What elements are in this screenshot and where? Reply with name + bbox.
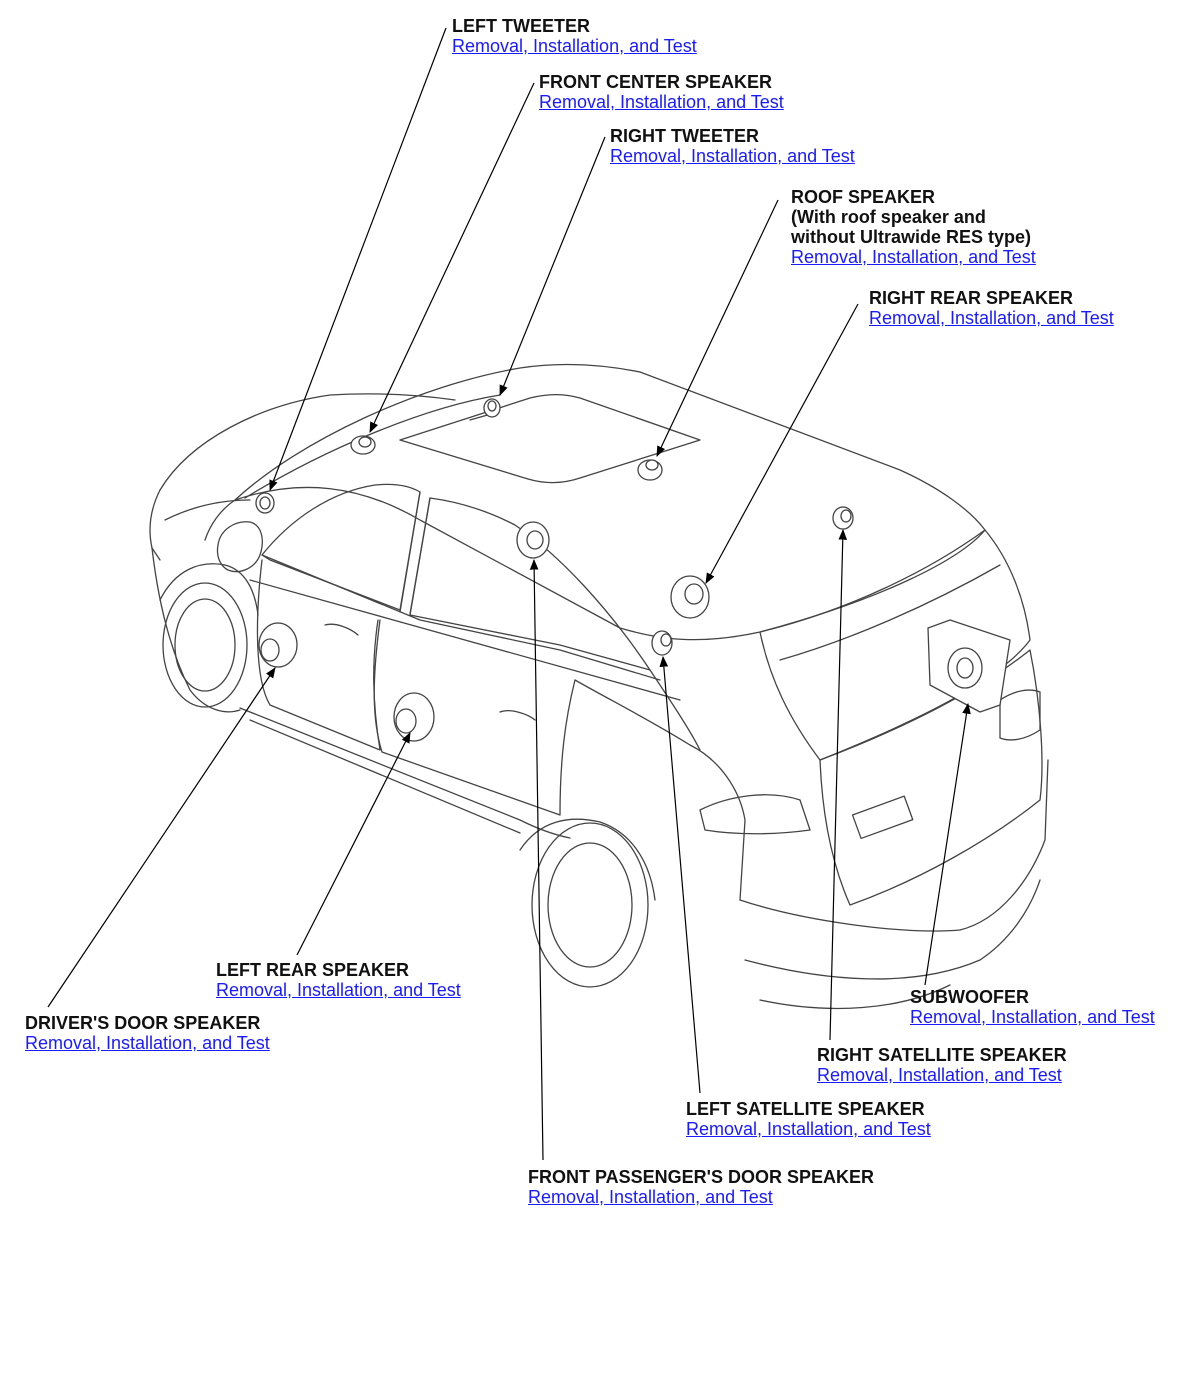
front-left-wheel — [163, 583, 247, 707]
callout-title: FRONT CENTER SPEAKER — [539, 72, 773, 92]
leader-front-passengers-door-speaker — [529, 558, 544, 1161]
leader-right-satellite-speaker — [829, 528, 848, 1041]
sunroof-outline — [400, 395, 700, 483]
tailgate — [820, 650, 1042, 905]
vehicle-outline — [150, 365, 1048, 1009]
roof-outline — [235, 365, 985, 640]
front-door-window — [262, 484, 420, 610]
leader-left-tweeter — [269, 27, 447, 492]
removal-installation-test-link[interactable]: Removal, Installation, and Test — [910, 1007, 1155, 1027]
rear-door — [374, 620, 575, 815]
callout-left-rear-speaker: LEFT REAR SPEAKER Removal, Installation,… — [216, 960, 461, 1000]
rear-bumper — [740, 760, 1048, 931]
callout-subtitle: without Ultrawide RES type) — [791, 227, 1032, 247]
callout-title: LEFT SATELLITE SPEAKER — [686, 1099, 925, 1119]
removal-installation-test-link[interactable]: Removal, Installation, and Test — [610, 146, 855, 166]
callout-title: SUBWOOFER — [910, 987, 1029, 1007]
belt-line — [262, 555, 660, 680]
left-taillight — [700, 795, 810, 834]
leader-drivers-door-speaker — [47, 667, 276, 1008]
callout-subwoofer: SUBWOOFER Removal, Installation, and Tes… — [910, 987, 1155, 1027]
callout-title: LEFT TWEETER — [452, 16, 590, 36]
removal-installation-test-link[interactable]: Removal, Installation, and Test — [791, 247, 1036, 267]
rear-left-wheel — [532, 823, 648, 987]
callout-right-satellite-speaker: RIGHT SATELLITE SPEAKER Removal, Install… — [817, 1045, 1067, 1085]
callout-front-passengers-door-speaker: FRONT PASSENGER'S DOOR SPEAKER Removal, … — [528, 1167, 874, 1207]
callout-title: RIGHT SATELLITE SPEAKER — [817, 1045, 1067, 1065]
callout-roof-speaker: ROOF SPEAKER (With roof speaker and with… — [791, 187, 1036, 267]
leader-right-rear-speaker — [705, 303, 859, 584]
removal-installation-test-link[interactable]: Removal, Installation, and Test — [25, 1033, 270, 1053]
side-mirror — [217, 522, 262, 572]
rocker-panel — [240, 708, 570, 838]
callout-title: DRIVER'S DOOR SPEAKER — [25, 1013, 261, 1033]
leader-roof-speaker — [656, 199, 779, 457]
callout-drivers-door-speaker: DRIVER'S DOOR SPEAKER Removal, Installat… — [25, 1013, 270, 1053]
removal-installation-test-link[interactable]: Removal, Installation, and Test — [452, 36, 697, 56]
leader-left-satellite-speaker — [659, 655, 701, 1094]
callout-title: RIGHT REAR SPEAKER — [869, 288, 1074, 308]
leader-lines — [47, 27, 971, 1161]
right-taillight — [1000, 690, 1040, 740]
rear-window — [760, 530, 1030, 760]
callout-title: RIGHT TWEETER — [610, 126, 759, 146]
removal-installation-test-link[interactable]: Removal, Installation, and Test — [869, 308, 1114, 328]
callout-left-tweeter: LEFT TWEETER Removal, Installation, and … — [452, 16, 697, 56]
callout-title: FRONT PASSENGER'S DOOR SPEAKER — [528, 1167, 874, 1187]
leader-right-tweeter — [499, 136, 606, 397]
callout-right-rear-speaker: RIGHT REAR SPEAKER Removal, Installation… — [869, 288, 1114, 328]
removal-installation-test-link[interactable]: Removal, Installation, and Test — [528, 1187, 773, 1207]
removal-installation-test-link[interactable]: Removal, Installation, and Test — [539, 92, 784, 112]
front-door — [257, 560, 380, 750]
license-plate-area — [853, 796, 913, 838]
leader-front-center-speaker — [369, 82, 535, 433]
callout-left-satellite-speaker: LEFT SATELLITE SPEAKER Removal, Installa… — [686, 1099, 931, 1139]
callout-front-center-speaker: FRONT CENTER SPEAKER Removal, Installati… — [539, 72, 784, 112]
leader-subwoofer — [924, 702, 971, 986]
hood-outline — [160, 394, 455, 490]
removal-installation-test-link[interactable]: Removal, Installation, and Test — [686, 1119, 931, 1139]
leader-left-rear-speaker — [296, 732, 411, 956]
removal-installation-test-link[interactable]: Removal, Installation, and Test — [216, 980, 461, 1000]
removal-installation-test-link[interactable]: Removal, Installation, and Test — [817, 1065, 1062, 1085]
callout-right-tweeter: RIGHT TWEETER Removal, Installation, and… — [610, 126, 855, 166]
callout-title: ROOF SPEAKER — [791, 187, 936, 207]
callout-title: LEFT REAR SPEAKER — [216, 960, 410, 980]
callout-subtitle: (With roof speaker and — [791, 207, 986, 227]
